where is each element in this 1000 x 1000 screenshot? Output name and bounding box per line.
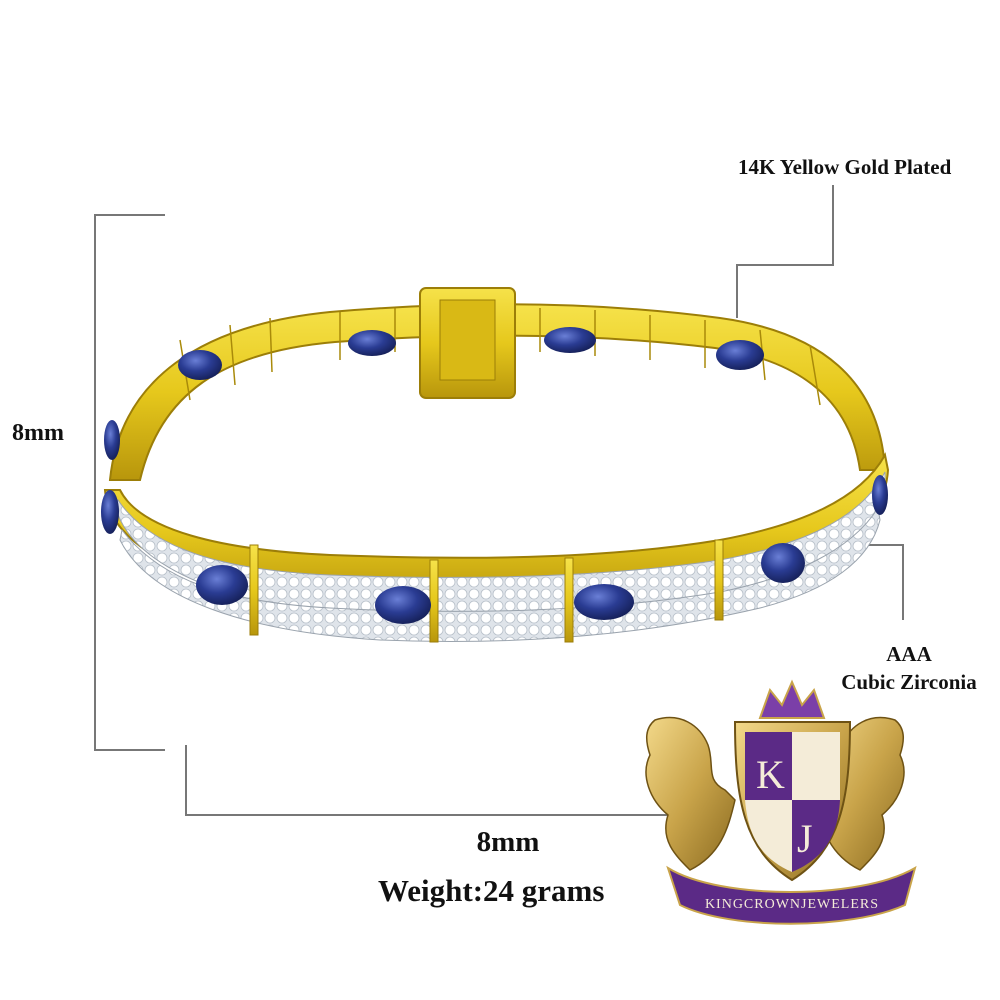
weight-label: Weight:24 grams xyxy=(378,873,605,908)
stone-label: AAA Cubic Zirconia xyxy=(826,640,992,696)
logo-banner-text: KINGCROWNJEWELERS xyxy=(705,897,879,912)
width-bracket xyxy=(185,745,700,816)
stone-label-line1: AAA xyxy=(886,642,932,666)
height-bracket xyxy=(94,214,165,751)
logo-banner xyxy=(666,865,917,925)
width-label: 8mm xyxy=(476,826,540,858)
plating-label: 14K Yellow Gold Plated xyxy=(738,155,952,179)
stone-label-line2: Cubic Zirconia xyxy=(841,670,977,694)
logo-initial-left: K xyxy=(756,752,785,797)
crown-icon xyxy=(758,679,826,719)
plating-leader xyxy=(736,185,834,318)
height-label: 8mm xyxy=(12,420,64,446)
logo-initial-right: J xyxy=(797,816,813,861)
left-lion-icon xyxy=(645,716,736,871)
